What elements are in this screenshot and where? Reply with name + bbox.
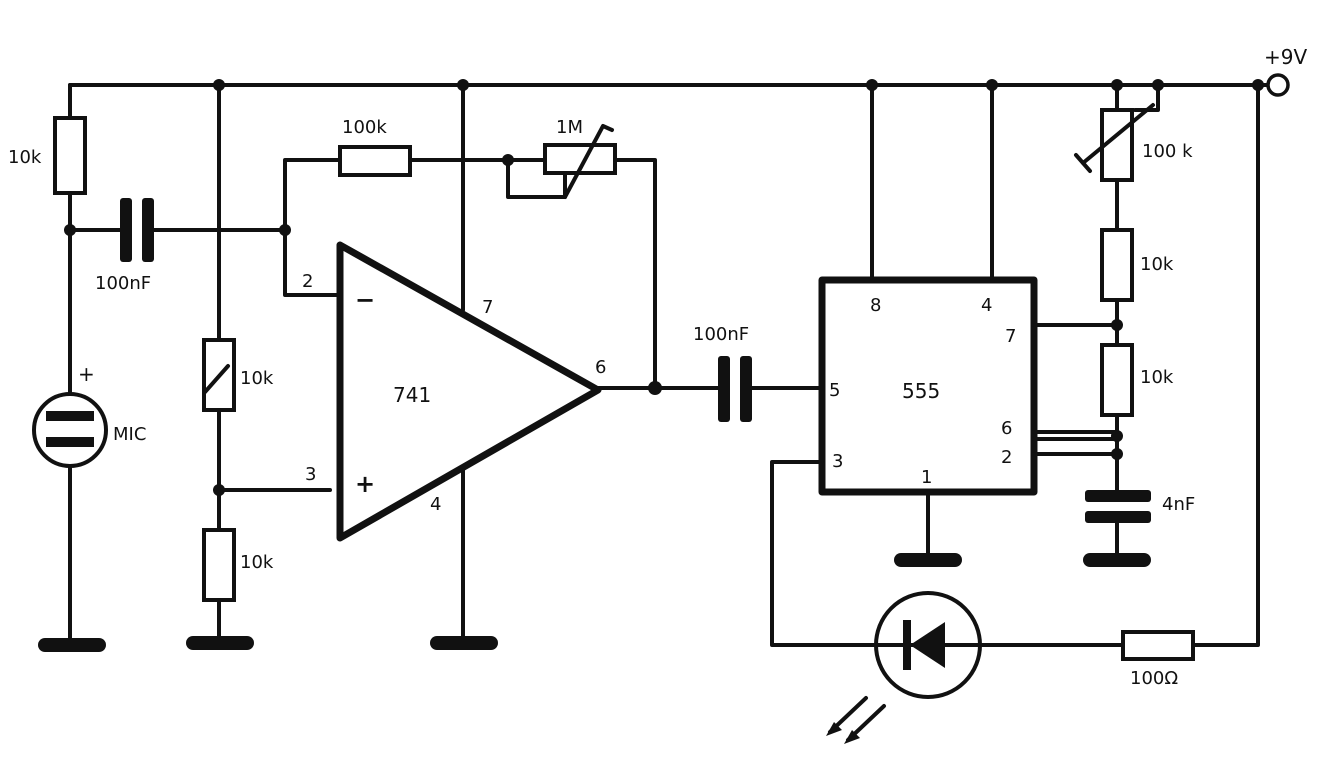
junction bbox=[1111, 430, 1123, 442]
capacitor-timing-plate-a bbox=[1085, 490, 1151, 502]
junction bbox=[986, 79, 998, 91]
junction bbox=[502, 154, 514, 166]
junction bbox=[866, 79, 878, 91]
opamp-noninverting-sign: + bbox=[355, 470, 375, 498]
junction bbox=[64, 224, 76, 236]
junction bbox=[1111, 319, 1123, 331]
capacitor-couple-label: 100nF bbox=[693, 324, 749, 345]
supply-rail: +9V bbox=[68, 45, 1307, 120]
resistor-mic-bias-label: 10k bbox=[8, 147, 42, 168]
capacitor-input-plate-a bbox=[120, 198, 132, 262]
timer-pin-5: 5 bbox=[829, 380, 840, 401]
timer-pin-2: 2 bbox=[1001, 447, 1012, 468]
led-emission-arrow-a bbox=[826, 722, 842, 736]
opamp-pin-3: 3 bbox=[305, 464, 316, 485]
opamp-label: 741 bbox=[393, 383, 431, 407]
timer-pin-6: 6 bbox=[1001, 418, 1012, 439]
timing-network: 100 k 10k 10k 4nF bbox=[1032, 83, 1195, 567]
capacitor-timing-label: 4nF bbox=[1162, 494, 1195, 515]
timer-pin-4: 4 bbox=[981, 295, 992, 316]
feedback-network: 100k 1M bbox=[283, 117, 657, 390]
mic-polarity: + bbox=[78, 362, 95, 386]
timer-pin-3: 3 bbox=[832, 451, 843, 472]
mic-plate-top bbox=[46, 411, 94, 421]
supply-terminal bbox=[1266, 73, 1290, 97]
led-output: 100Ω bbox=[770, 83, 1260, 744]
opamp-triangle bbox=[336, 241, 602, 542]
opamp-741: 741 − + 2 3 7 4 6 bbox=[302, 83, 720, 650]
timer-pin-8: 8 bbox=[870, 295, 881, 316]
resistor-divider-bottom bbox=[202, 528, 236, 602]
ground-timer bbox=[894, 553, 962, 567]
junction bbox=[1152, 79, 1164, 91]
resistor-timing-2 bbox=[1100, 343, 1134, 417]
junction bbox=[648, 381, 662, 395]
junction bbox=[213, 484, 225, 496]
supply-label: +9V bbox=[1264, 45, 1307, 69]
capacitor-timing-plate-b bbox=[1085, 511, 1151, 523]
resistor-led bbox=[1121, 630, 1195, 661]
timer-555: 555 8 4 7 5 6 3 2 1 bbox=[818, 83, 1038, 567]
junction bbox=[279, 224, 291, 236]
mic-label: MIC bbox=[113, 424, 146, 445]
opamp-inverting-sign: − bbox=[355, 286, 375, 314]
resistor-feedback-label: 100k bbox=[342, 117, 387, 138]
resistor-timing-1-label: 10k bbox=[1140, 254, 1174, 275]
led-emission-arrow-b bbox=[844, 730, 860, 744]
opamp-pin-7: 7 bbox=[482, 297, 493, 318]
potentiometer-feedback-label: 1M bbox=[556, 117, 583, 138]
coupling-capacitor: 100nF bbox=[693, 324, 824, 422]
input-capacitor: 100nF bbox=[68, 198, 287, 294]
resistor-divider-top-label: 10k bbox=[240, 368, 274, 389]
junction bbox=[213, 79, 225, 91]
timer-pin-7: 7 bbox=[1005, 326, 1016, 347]
ground-opamp bbox=[430, 636, 498, 650]
opamp-pin-2: 2 bbox=[302, 271, 313, 292]
junction bbox=[1252, 79, 1264, 91]
resistor-timing-1 bbox=[1100, 228, 1134, 302]
timer-label: 555 bbox=[902, 379, 940, 403]
ground-divider bbox=[186, 636, 254, 650]
resistor-divider-bottom-label: 10k bbox=[240, 552, 274, 573]
resistor-feedback bbox=[338, 145, 412, 177]
opamp-pin-4: 4 bbox=[430, 494, 441, 515]
capacitor-couple-plate-b bbox=[740, 356, 752, 422]
led-triangle bbox=[910, 622, 945, 668]
timer-pin-1: 1 bbox=[921, 467, 932, 488]
resistor-mic-bias bbox=[53, 116, 87, 195]
timer-body bbox=[818, 276, 1038, 496]
ground-timing bbox=[1083, 553, 1151, 567]
junction bbox=[457, 79, 469, 91]
capacitor-input-label: 100nF bbox=[95, 273, 151, 294]
ground-mic bbox=[38, 638, 106, 652]
microphone bbox=[32, 392, 108, 468]
capacitor-input-plate-b bbox=[142, 198, 154, 262]
mic-branch: 10k + MIC bbox=[8, 116, 146, 652]
opamp-pin-6: 6 bbox=[595, 357, 606, 378]
junctions bbox=[64, 79, 1264, 496]
junction bbox=[1111, 448, 1123, 460]
resistor-led-label: 100Ω bbox=[1130, 668, 1178, 689]
bias-divider: 10k 10k bbox=[186, 83, 332, 650]
resistor-timing-2-label: 10k bbox=[1140, 367, 1174, 388]
capacitor-couple-plate-a bbox=[718, 356, 730, 422]
potentiometer-timing-label: 100 k bbox=[1142, 141, 1193, 162]
mic-plate-bottom bbox=[46, 437, 94, 447]
junction bbox=[1111, 79, 1123, 91]
led-bar bbox=[903, 620, 911, 670]
